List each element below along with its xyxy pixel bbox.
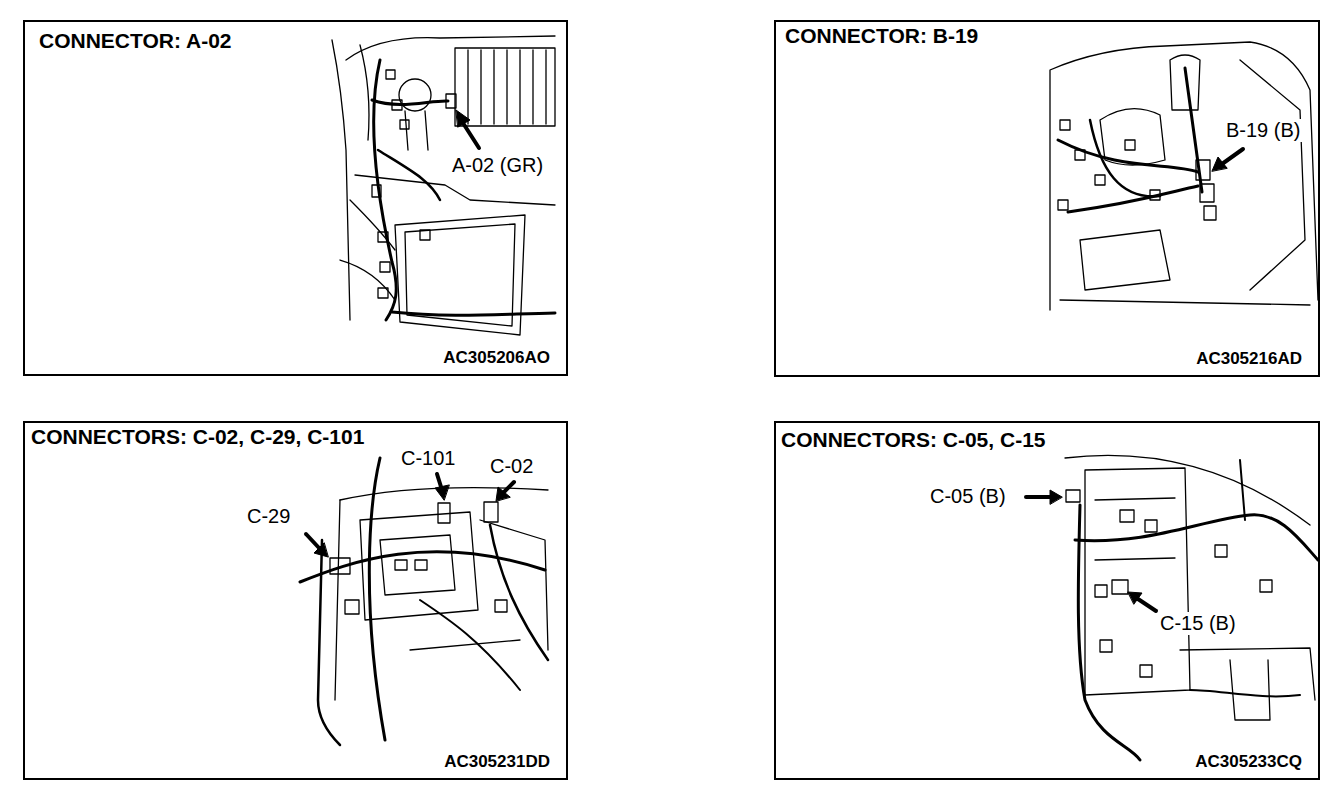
diagram-panel: CONNECTORS: C-05, C-15AC305233CQ (774, 421, 1320, 780)
connector-callout: C-101 (399, 447, 457, 470)
figure-code: AC305231DD (444, 753, 550, 772)
connector-callout: B-19 (B) (1224, 119, 1302, 142)
figure-code: AC305233CQ (1195, 753, 1302, 772)
connector-callout: C-29 (245, 505, 292, 528)
panel-heading: CONNECTOR: B-19 (785, 24, 978, 47)
diagram-panel: CONNECTOR: B-19AC305216AD (774, 20, 1320, 377)
connector-callout: C-15 (B) (1158, 612, 1238, 635)
panel-heading: CONNECTORS: C-05, C-15 (781, 428, 1046, 451)
diagram-panel: CONNECTORS: C-02, C-29, C-101AC305231DD (23, 421, 568, 780)
figure-code: AC305216AD (1196, 350, 1302, 369)
connector-callout: A-02 (GR) (450, 154, 545, 177)
connector-callout: C-02 (488, 455, 535, 478)
connector-callout: C-05 (B) (928, 485, 1008, 508)
panel-heading: CONNECTOR: A-02 (39, 29, 232, 52)
panel-heading: CONNECTORS: C-02, C-29, C-101 (31, 425, 364, 448)
figure-code: AC305206AO (443, 349, 550, 368)
diagram-panel: CONNECTOR: A-02AC305206AO (23, 20, 568, 376)
